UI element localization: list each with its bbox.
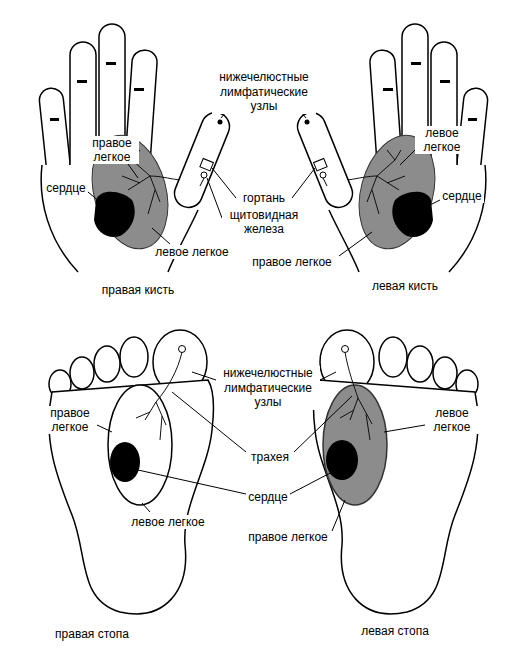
zone-label: гортань — [241, 191, 287, 205]
foot-bronchi — [136, 352, 372, 440]
leader-line — [332, 500, 345, 531]
zone-label: правое легкое — [250, 255, 334, 269]
leader-line — [142, 503, 150, 512]
limb-caption: правая стопа — [53, 627, 131, 641]
lung-zone — [323, 385, 387, 505]
right-foot — [49, 330, 214, 614]
heart-zone — [326, 440, 358, 480]
leader-line — [384, 425, 425, 432]
leader-line — [138, 470, 246, 494]
zone-label: левое легкое — [129, 515, 206, 529]
zone-label: левое легкое — [153, 245, 230, 259]
trachea-line — [340, 352, 372, 440]
limb-caption: левая стопа — [359, 624, 431, 638]
leader-line — [292, 168, 315, 198]
zone-label: сердце — [44, 181, 88, 195]
zone-label: нижечелюстные лимфатические узлы — [216, 366, 320, 409]
leader-line — [400, 150, 415, 165]
limb-caption: правая кисть — [100, 283, 176, 297]
leader-line — [320, 372, 336, 380]
lung-zone — [108, 385, 172, 505]
zone-label: левое легкое — [415, 126, 469, 155]
leader-line — [207, 178, 222, 218]
leader-line — [428, 200, 440, 206]
right-hand — [38, 24, 233, 272]
zone-label: нижечелюстные лимфатические узлы — [212, 70, 316, 113]
leader-line — [88, 192, 100, 202]
heart-zone — [110, 442, 140, 482]
left-hand — [293, 24, 488, 272]
leader-line — [128, 164, 138, 178]
zone-label: трахея — [249, 450, 291, 464]
limb-caption: левая кисть — [370, 279, 440, 293]
leader-line — [212, 168, 236, 198]
zone-label: левое легкое — [425, 406, 479, 435]
zone-label: правое легкое — [246, 530, 330, 544]
zone-label: щитовидная железа — [222, 208, 306, 237]
zone-label: правое легкое — [85, 136, 139, 165]
foot-larynx — [179, 346, 349, 353]
leader-lines — [88, 112, 440, 531]
leader-line — [290, 470, 336, 494]
left-foot — [313, 330, 478, 614]
leader-line — [97, 425, 112, 432]
larynx — [342, 346, 349, 353]
leader-line — [339, 232, 372, 256]
larynx — [179, 346, 186, 353]
zone-label: правое легкое — [43, 406, 97, 435]
leader-line — [152, 228, 170, 244]
leader-line — [192, 372, 216, 380]
trachea-line — [136, 352, 182, 440]
zone-label: сердце — [246, 490, 290, 504]
zone-label: сердце — [440, 189, 484, 203]
